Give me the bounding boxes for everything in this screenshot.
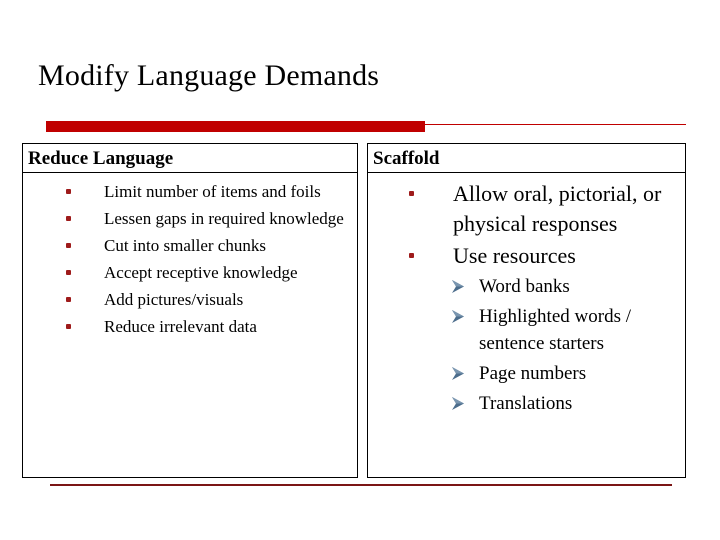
list-item-label: Cut into smaller chunks bbox=[104, 236, 266, 255]
square-bullet-icon bbox=[66, 324, 71, 329]
arrow-bullet-icon bbox=[449, 364, 468, 383]
list-item-label: Allow oral, pictorial, or physical respo… bbox=[453, 181, 662, 236]
title-divider-rule bbox=[46, 121, 686, 132]
list-item: Reduce irrelevant data bbox=[23, 314, 357, 341]
arrow-bullet-icon bbox=[449, 394, 468, 413]
list-item-label: Limit number of items and foils bbox=[104, 182, 321, 201]
sub-list-item-label: Translations bbox=[479, 393, 573, 414]
square-bullet-icon bbox=[66, 243, 71, 248]
table-scaffold: Scaffold Allow oral, pictorial, or physi… bbox=[367, 143, 686, 478]
sub-list-item-label: Page numbers bbox=[479, 363, 587, 384]
table-body-scaffold: Allow oral, pictorial, or physical respo… bbox=[368, 173, 685, 422]
table-reduce-language: Reduce Language Limit number of items an… bbox=[22, 143, 358, 478]
divider-thick-segment bbox=[46, 121, 425, 132]
list-item: Allow oral, pictorial, or physical respo… bbox=[368, 179, 685, 241]
square-bullet-icon bbox=[409, 191, 414, 196]
square-bullet-icon bbox=[66, 270, 71, 275]
list-item: Limit number of items and foils bbox=[23, 179, 357, 206]
list-item-label: Accept receptive knowledge bbox=[104, 263, 298, 282]
sub-list-item: Highlighted words / sentence starters bbox=[449, 303, 681, 360]
list-item-label: Use resources bbox=[453, 243, 576, 268]
arrow-bullet-icon bbox=[449, 307, 468, 326]
square-bullet-icon bbox=[409, 253, 414, 258]
list-item: Lessen gaps in required knowledge bbox=[23, 206, 357, 233]
square-bullet-icon bbox=[66, 189, 71, 194]
page-title: Modify Language Demands bbox=[38, 59, 380, 92]
list-item: Accept receptive knowledge bbox=[23, 260, 357, 287]
list-item-label: Add pictures/visuals bbox=[104, 290, 244, 309]
table-body-reduce-language: Limit number of items and foils Lessen g… bbox=[23, 173, 357, 341]
table-header-reduce-language: Reduce Language bbox=[23, 144, 357, 173]
list-item-label: Reduce irrelevant data bbox=[104, 317, 257, 336]
footer-divider-rule bbox=[50, 484, 672, 486]
sub-list-item: Word banks bbox=[449, 273, 681, 303]
bullet-list-scaffold: Allow oral, pictorial, or physical respo… bbox=[368, 179, 685, 422]
list-item: Use resources Word banks bbox=[368, 241, 685, 422]
divider-thin-segment bbox=[425, 124, 686, 125]
sub-list-item: Page numbers bbox=[449, 360, 681, 390]
table-header-scaffold: Scaffold bbox=[368, 144, 685, 173]
sub-list-item-label: Word banks bbox=[479, 276, 570, 297]
square-bullet-icon bbox=[66, 297, 71, 302]
sub-list-item: Translations bbox=[449, 390, 681, 420]
list-item: Add pictures/visuals bbox=[23, 287, 357, 314]
sub-list-item-label: Highlighted words / sentence starters bbox=[479, 306, 631, 354]
list-item-label: Lessen gaps in required knowledge bbox=[104, 209, 344, 228]
arrow-bullet-icon bbox=[449, 277, 468, 296]
square-bullet-icon bbox=[66, 216, 71, 221]
bullet-list-reduce-language: Limit number of items and foils Lessen g… bbox=[23, 179, 357, 341]
list-item: Cut into smaller chunks bbox=[23, 233, 357, 260]
sub-bullet-list-resources: Word banks Highlighted words / sentence … bbox=[452, 273, 681, 420]
